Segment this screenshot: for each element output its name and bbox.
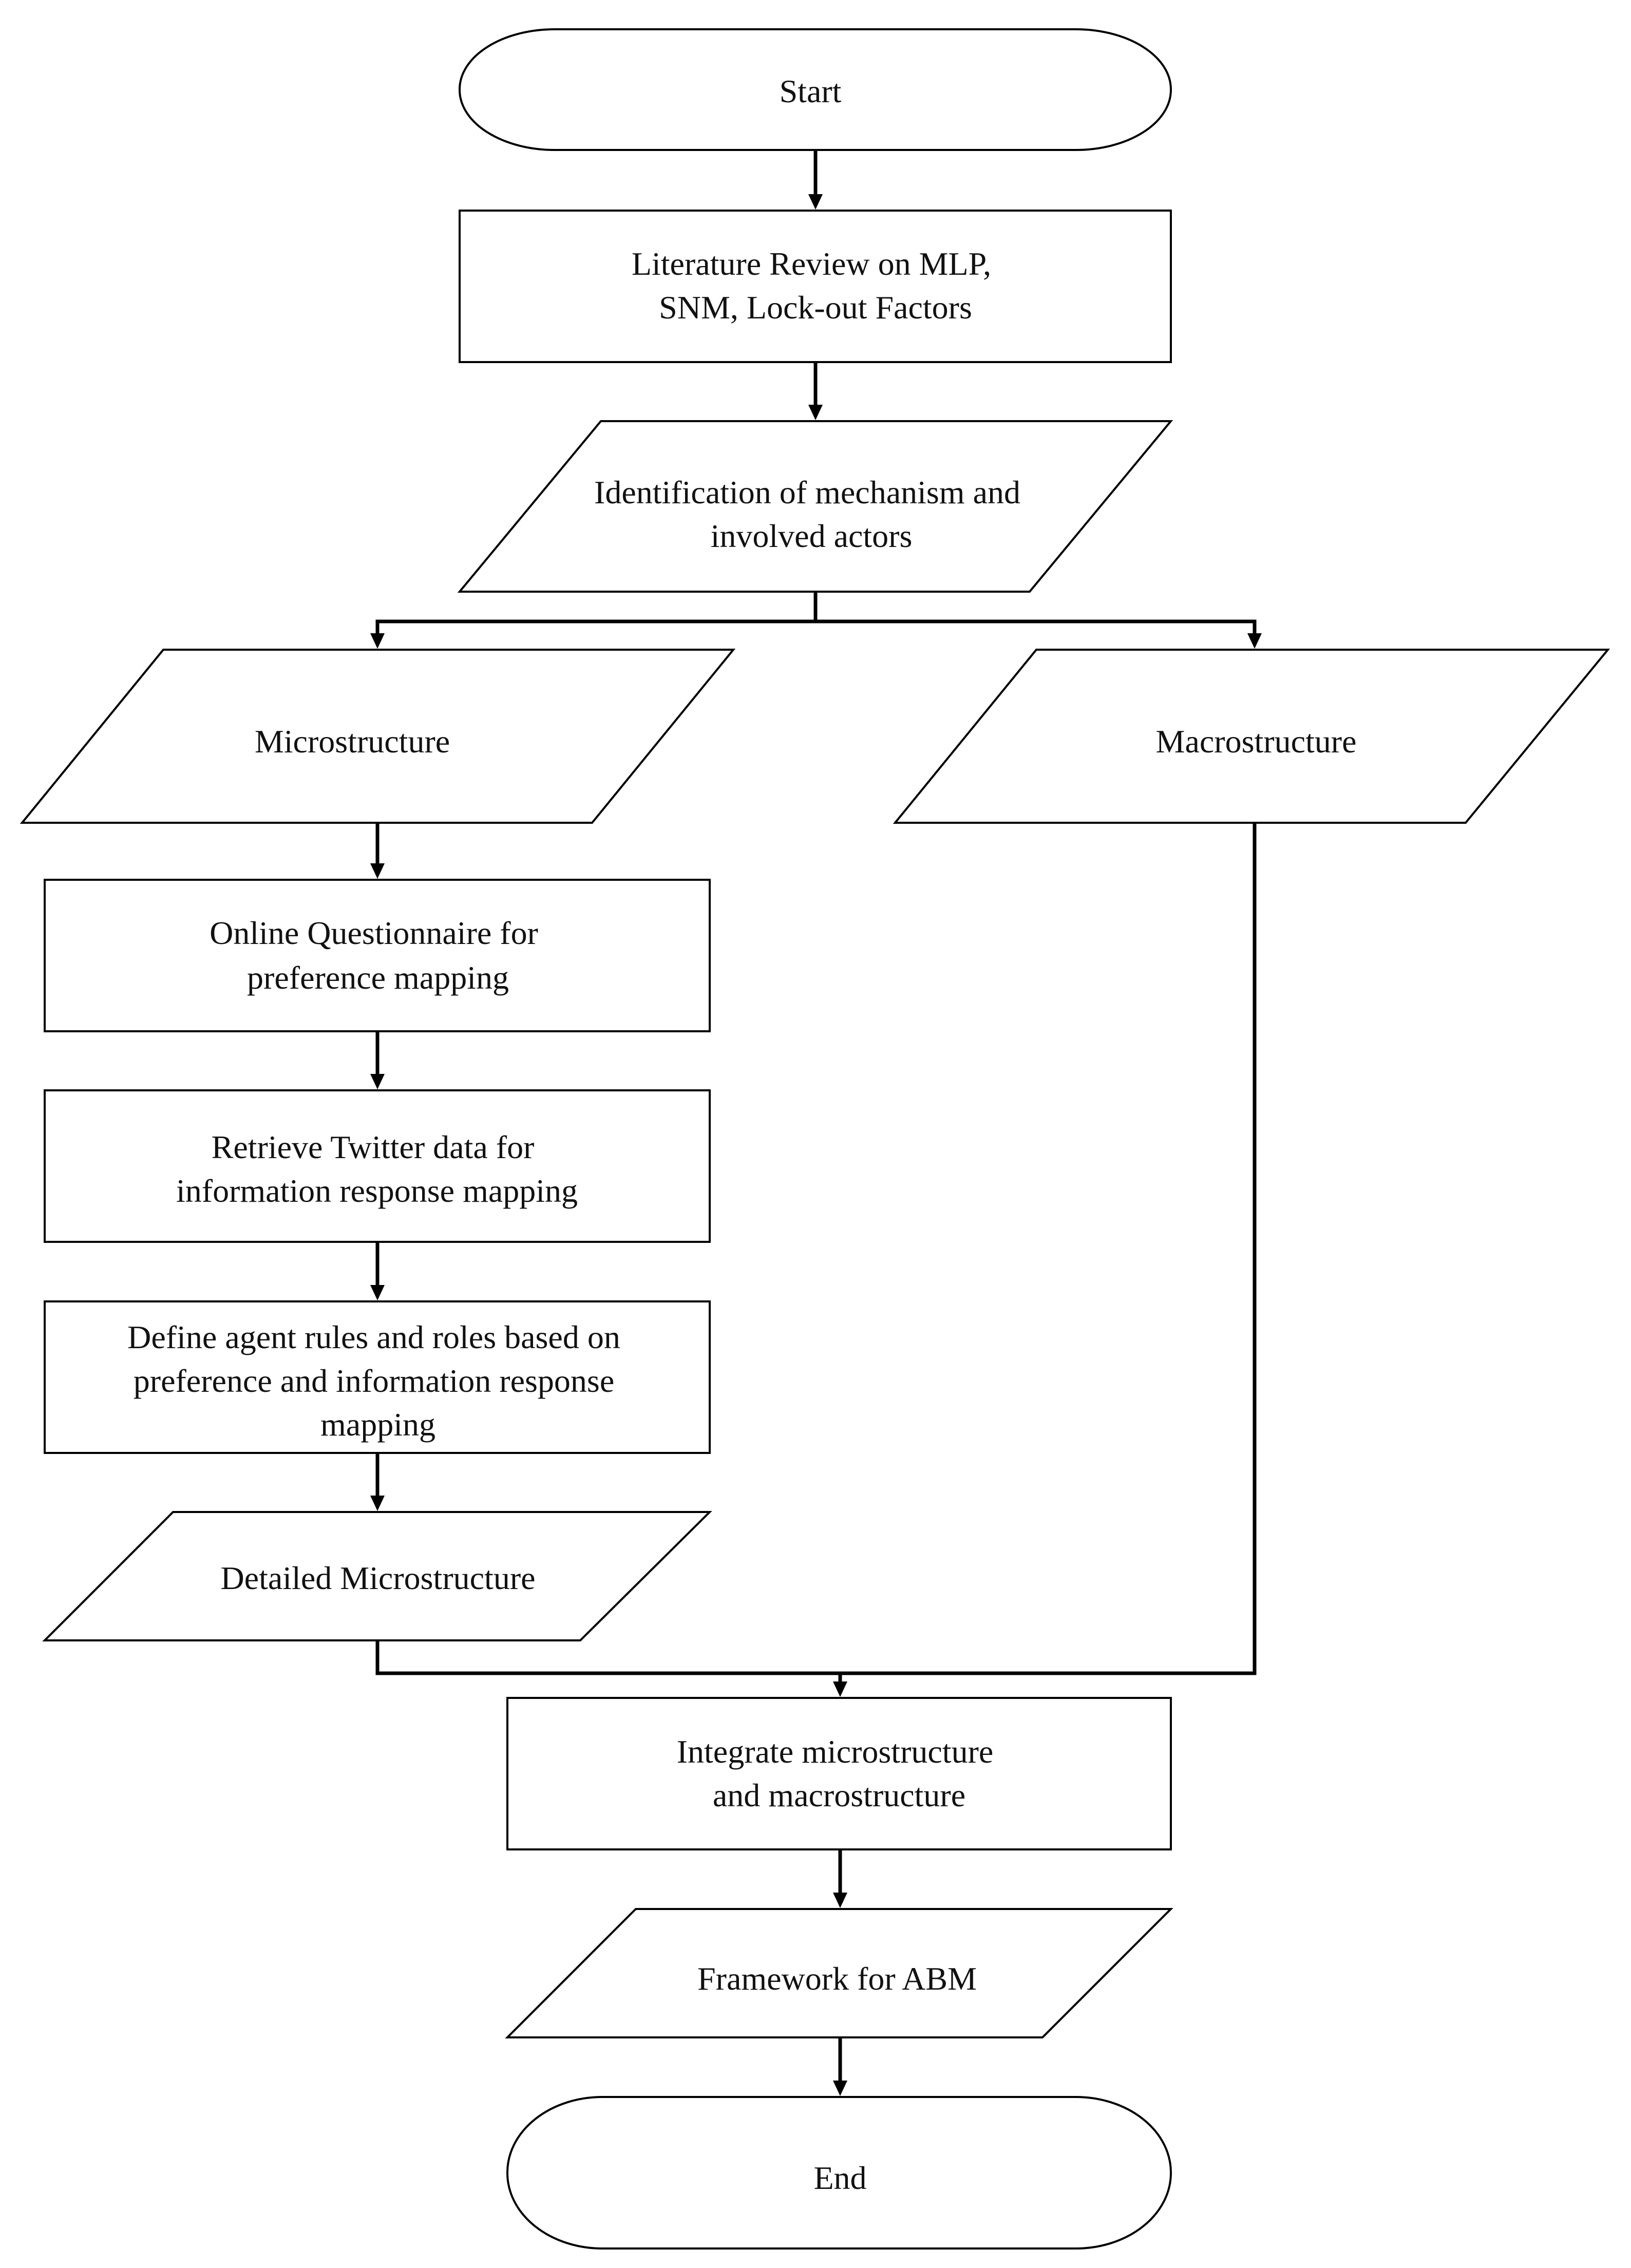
framework-to-end-arrowhead <box>833 2081 847 2096</box>
detailed-microstructure-label: Detailed Microstructure <box>220 1560 535 1596</box>
split-to-macrostructure-connector <box>816 619 1257 635</box>
integrate-box <box>506 1697 1172 1850</box>
detailed-microstructure-parallelogram <box>42 1511 712 1641</box>
online-questionnaire-label: Online Questionnaire for preference mapp… <box>210 915 546 996</box>
retrieve-twitter-label: Retrieve Twitter data for information re… <box>176 1129 578 1209</box>
macrostructure-label: Macrostructure <box>1156 723 1357 760</box>
microstructure-parallelogram <box>20 649 736 824</box>
macrostructure-parallelogram <box>893 649 1610 824</box>
literature-review-label: Literature Review on MLP, SNM, Lock-out … <box>632 245 999 326</box>
online-questionnaire-box <box>44 879 711 1032</box>
agent-rules-to-detailed-arrowhead <box>370 1496 385 1511</box>
connectors <box>370 150 1262 2096</box>
merge-to-integrate-arrowhead <box>833 1681 847 1697</box>
questionnaire-to-twitter-arrowhead <box>370 1074 385 1089</box>
start-to-literature-arrowhead <box>808 194 823 210</box>
end-label: End <box>813 2160 866 2196</box>
retrieve-twitter-box <box>44 1089 711 1243</box>
define-agent-rules-box <box>44 1300 711 1454</box>
end-terminator <box>506 2096 1172 2250</box>
split-to-microstructure-arrowhead <box>370 633 385 649</box>
twitter-to-agent-rules-arrowhead <box>370 1285 385 1300</box>
start-terminator <box>459 28 1172 151</box>
identification-label: Identification of mechanism and involved… <box>594 474 1029 554</box>
merge-connector <box>375 823 1257 1675</box>
integrate-label: Integrate microstructure and macrostruct… <box>677 1733 1002 1813</box>
integrate-to-framework-arrowhead <box>833 1893 847 1908</box>
split-to-microstructure-connector <box>375 592 818 635</box>
literature-to-identification-arrowhead <box>808 405 823 420</box>
split-to-macrostructure-arrowhead <box>1247 633 1262 649</box>
literature-review-box <box>459 210 1172 363</box>
framework-parallelogram <box>505 1908 1173 2038</box>
start-label: Start <box>780 73 842 109</box>
microstructure-to-questionnaire-arrowhead <box>370 863 385 879</box>
identification-parallelogram <box>457 420 1173 593</box>
define-agent-rules-label: Define agent rules and roles based on pr… <box>127 1319 629 1443</box>
microstructure-label: Microstructure <box>255 723 450 760</box>
framework-label: Framework for ABM <box>697 1960 977 1997</box>
